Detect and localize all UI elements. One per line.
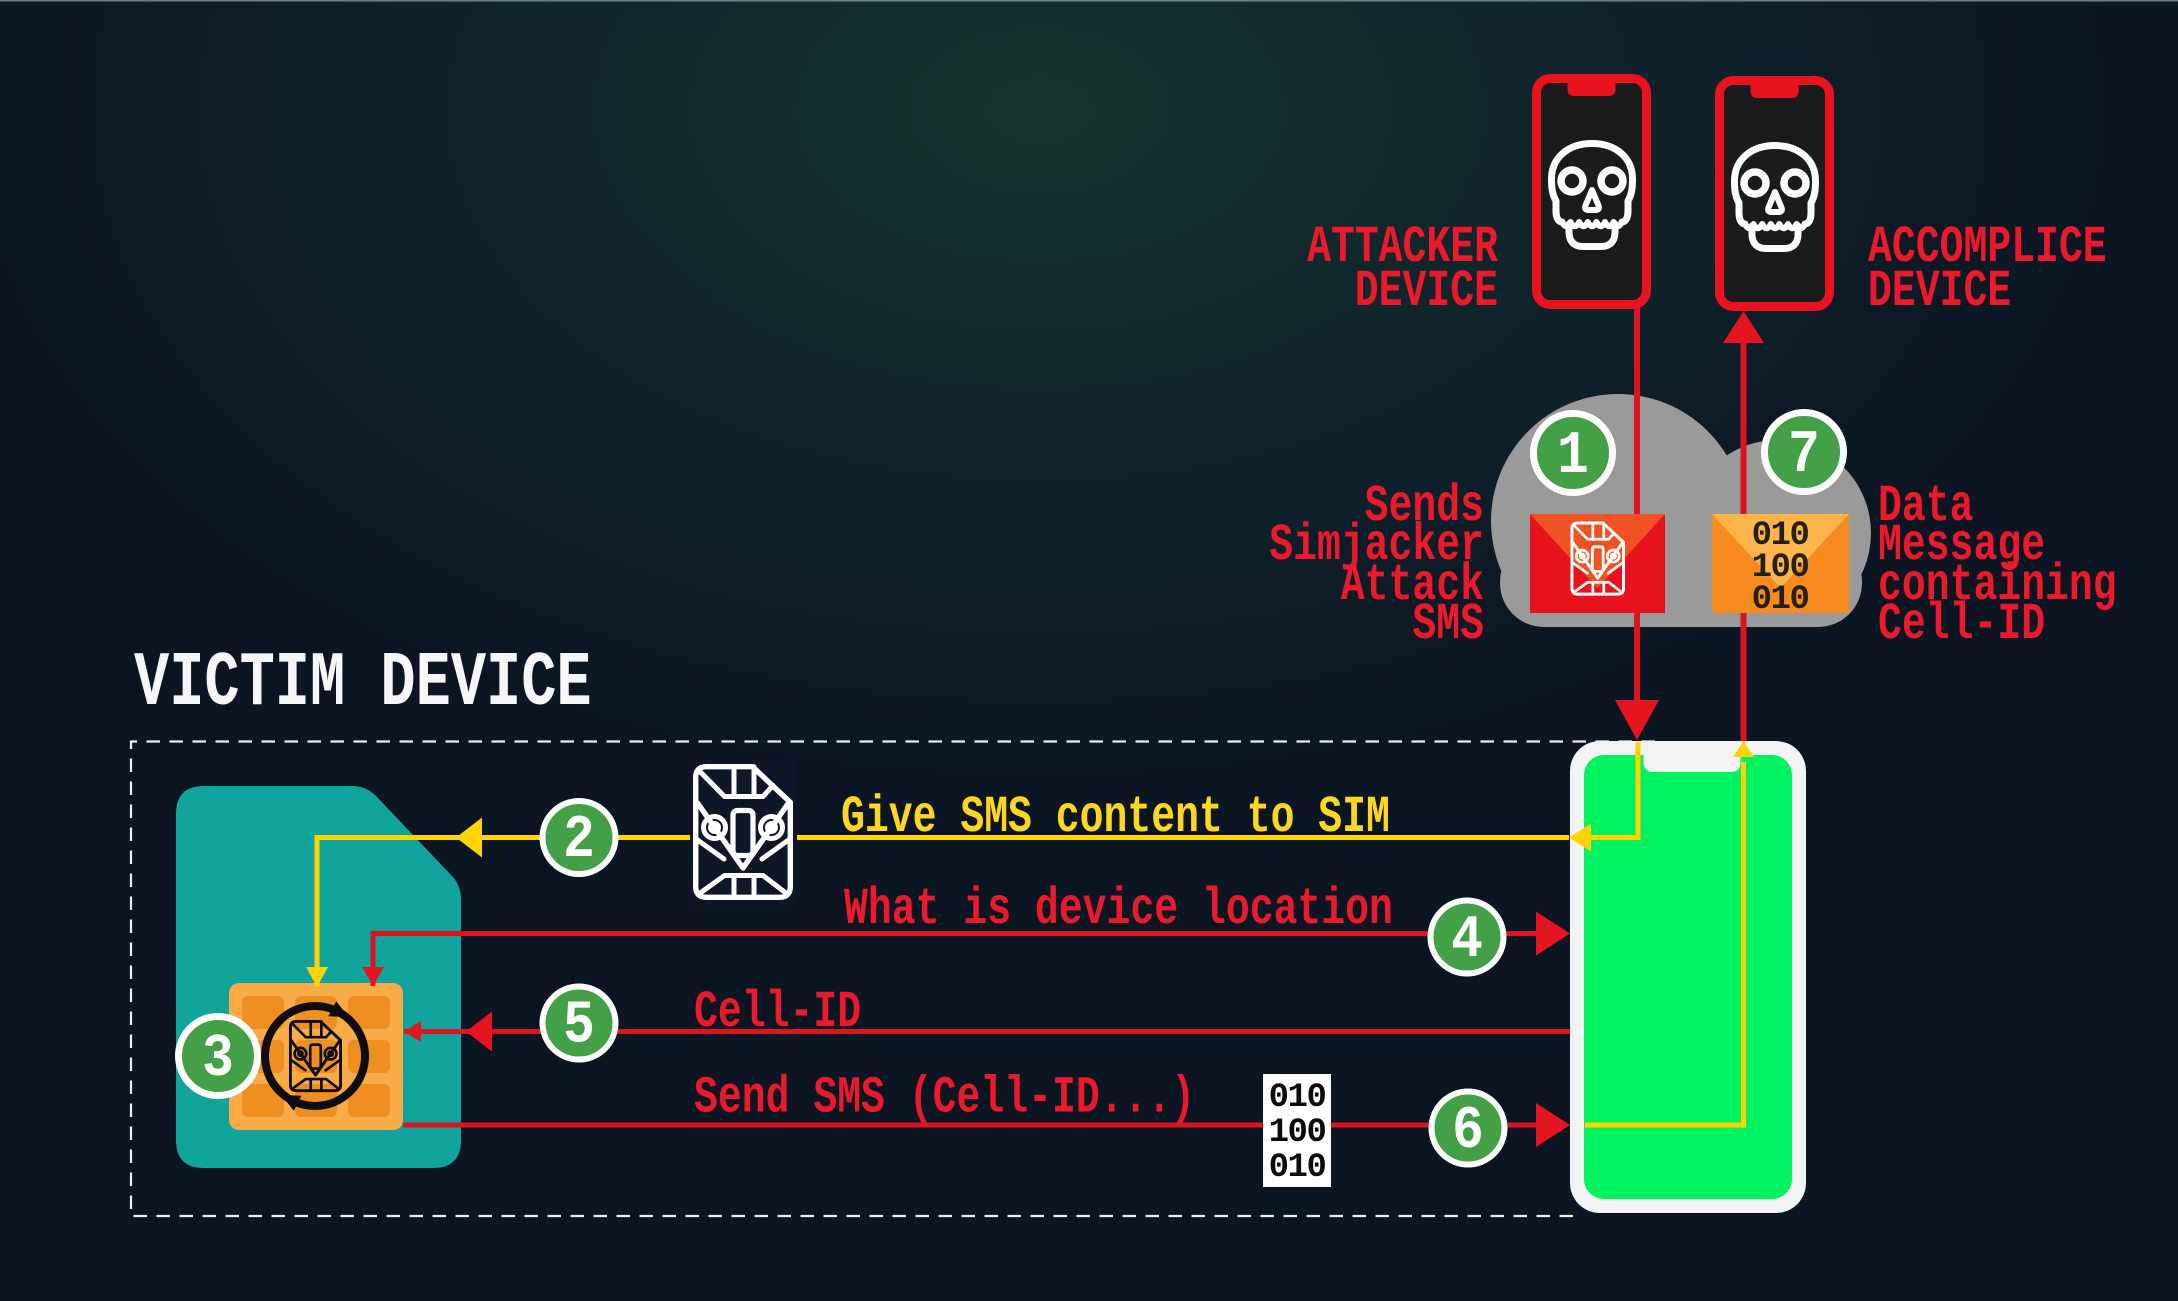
- svg-text:Give SMS content to SIM: Give SMS content to SIM: [841, 787, 1390, 847]
- svg-text:3: 3: [202, 1025, 234, 1093]
- svg-text:Data: Data: [1878, 476, 1973, 536]
- svg-text:100: 100: [1269, 1114, 1326, 1152]
- svg-text:010: 010: [1752, 517, 1809, 555]
- svg-text:Cell-ID: Cell-ID: [1878, 594, 2045, 654]
- svg-text:7: 7: [1788, 421, 1820, 489]
- svg-text:ATTACKER: ATTACKER: [1307, 217, 1498, 277]
- svg-text:6: 6: [1452, 1097, 1484, 1165]
- svg-text:Attack: Attack: [1341, 555, 1484, 615]
- svg-text:010: 010: [1269, 1079, 1326, 1117]
- svg-text:SMS: SMS: [1412, 594, 1484, 654]
- svg-text:Cell-ID: Cell-ID: [694, 982, 861, 1042]
- svg-text:2: 2: [563, 806, 595, 874]
- svg-text:4: 4: [1451, 906, 1483, 974]
- svg-text:DEVICE: DEVICE: [1355, 261, 1498, 321]
- svg-text:ACCOMPLICE: ACCOMPLICE: [1868, 217, 2107, 277]
- svg-text:Sends: Sends: [1365, 476, 1484, 536]
- svg-text:containing: containing: [1878, 555, 2117, 615]
- svg-text:010: 010: [1269, 1149, 1326, 1187]
- svg-text:1: 1: [1557, 422, 1589, 490]
- svg-text:Message: Message: [1878, 515, 2045, 575]
- svg-text:100: 100: [1752, 549, 1809, 587]
- svg-text:Simjacker: Simjacker: [1269, 515, 1484, 575]
- svg-text:What is device location: What is device location: [844, 879, 1393, 939]
- svg-text:VICTIM DEVICE: VICTIM DEVICE: [134, 640, 592, 728]
- svg-text:010: 010: [1752, 581, 1809, 619]
- svg-text:5: 5: [563, 992, 595, 1060]
- svg-text:Send SMS (Cell-ID...): Send SMS (Cell-ID...): [694, 1068, 1195, 1128]
- svg-text:DEVICE: DEVICE: [1868, 261, 2011, 321]
